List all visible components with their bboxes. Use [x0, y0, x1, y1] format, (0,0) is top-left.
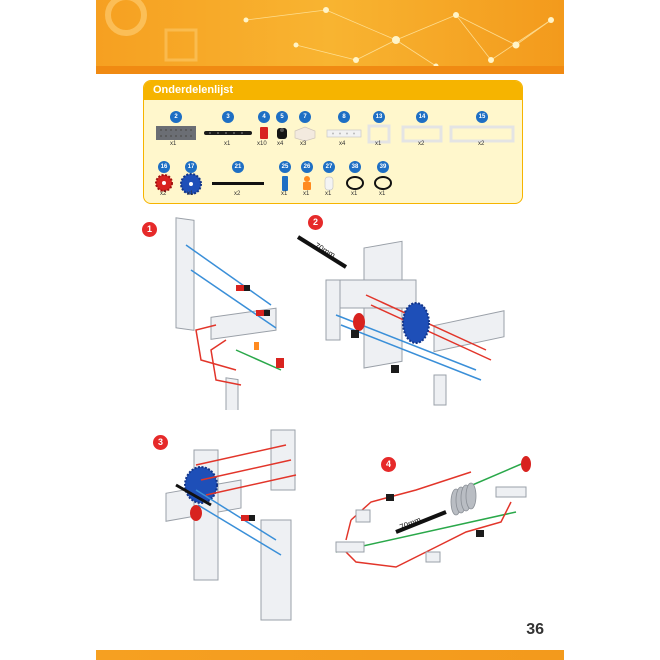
- manual-page: Onderdelenlijst 2 x1 3 x1 4 x10 5 x4 7: [96, 0, 564, 660]
- part-qty: x2: [234, 191, 241, 197]
- banner-edge: [96, 66, 564, 74]
- white-bushing-icon: [324, 176, 334, 191]
- part-number-badge: 17: [185, 161, 197, 173]
- part-qty: x1: [187, 191, 194, 197]
- step-1-illustration: [175, 217, 284, 410]
- part-qty: x3: [300, 141, 307, 147]
- part-39: 39 x1: [372, 155, 394, 198]
- medium-frame-icon: [401, 125, 443, 143]
- rubber-band-icon: [346, 176, 364, 190]
- part-qty: x2: [160, 191, 167, 197]
- part-4: 4 x10: [256, 105, 272, 148]
- axle-length-label: 70mm: [398, 515, 422, 532]
- part-27: 27 x1: [320, 155, 338, 198]
- part-7: 7 x3: [292, 105, 318, 148]
- white-beam-icon: [326, 129, 362, 138]
- part-qty: x1: [281, 191, 288, 197]
- part-qty: x1: [379, 191, 386, 197]
- header-banner: [96, 0, 564, 74]
- part-qty: x1: [325, 191, 332, 197]
- part-17: 17 x1: [178, 155, 204, 200]
- part-qty: x2: [418, 141, 425, 147]
- part-8: 8 x4: [324, 105, 364, 148]
- part-number-badge: 38: [349, 161, 361, 173]
- part-number-badge: 15: [476, 111, 488, 123]
- part-number-badge: 26: [301, 161, 313, 173]
- axle-length-label: 70mm: [313, 241, 337, 260]
- part-13: 13 x1: [366, 105, 392, 150]
- part-number-badge: 4: [258, 111, 270, 123]
- part-number-badge: 5: [276, 111, 288, 123]
- part-16: 16 x2: [152, 155, 176, 198]
- part-5: 5 x4: [274, 105, 290, 148]
- part-number-badge: 14: [416, 111, 428, 123]
- step-3-badge: 3: [153, 435, 168, 450]
- part-qty: x1: [375, 141, 382, 147]
- white-connector-icon: [294, 126, 316, 142]
- part-number-badge: 7: [299, 111, 311, 123]
- part-number-badge: 25: [279, 161, 291, 173]
- base-plate-icon: [156, 126, 196, 140]
- part-number-badge: 2: [170, 111, 182, 123]
- part-number-badge: 13: [373, 111, 385, 123]
- part-number-badge: 3: [222, 111, 234, 123]
- part-number-badge: 27: [323, 161, 335, 173]
- step-3-illustration: [165, 429, 297, 621]
- part-38: 38 x1: [344, 155, 366, 198]
- part-qty: x1: [170, 141, 177, 147]
- black-beam-icon: [204, 131, 252, 135]
- parts-list-box: Onderdelenlijst 2 x1 3 x1 4 x10 5 x4 7: [143, 80, 523, 204]
- footer-bar: [96, 650, 564, 660]
- blue-gear-icon: [180, 173, 202, 195]
- part-qty: x1: [224, 141, 231, 147]
- part-number-badge: 16: [158, 161, 170, 173]
- parts-list-title: Onderdelenlijst: [144, 81, 522, 100]
- network-decoration-icon: [105, 0, 554, 69]
- part-3: 3 x1: [200, 105, 256, 148]
- step-1-badge: 1: [142, 222, 157, 237]
- step-2-illustration: 70mm: [296, 235, 505, 406]
- step-4-badge: 4: [381, 457, 396, 472]
- rubber-band-icon: [374, 176, 392, 190]
- step-2-badge: 2: [308, 215, 323, 230]
- orange-bushing-icon: [303, 176, 311, 190]
- black-axle-icon: [212, 182, 264, 185]
- small-frame-icon: [367, 124, 391, 144]
- part-26: 26 x1: [298, 155, 316, 198]
- part-qty: x10: [257, 141, 267, 147]
- part-number-badge: 39: [377, 161, 389, 173]
- part-number-badge: 21: [232, 161, 244, 173]
- blue-spacer-icon: [282, 176, 288, 191]
- part-qty: x1: [303, 191, 310, 197]
- part-qty: x1: [351, 191, 358, 197]
- part-number-badge: 8: [338, 111, 350, 123]
- part-25: 25 x1: [276, 155, 294, 198]
- part-21: 21 x2: [208, 155, 268, 198]
- part-15: 15 x2: [448, 105, 516, 150]
- part-qty: x4: [277, 141, 284, 147]
- part-qty: x2: [478, 141, 485, 147]
- part-qty: x4: [339, 141, 346, 147]
- step-4-illustration: 70mm: [335, 456, 531, 568]
- red-connector-icon: [260, 127, 268, 139]
- part-14: 14 x2: [400, 105, 444, 150]
- part-2: 2 x1: [154, 105, 198, 148]
- page-number: 36: [526, 621, 544, 638]
- large-frame-icon: [449, 125, 515, 143]
- red-gear-icon: [155, 174, 173, 192]
- black-bushing-icon: [277, 128, 287, 139]
